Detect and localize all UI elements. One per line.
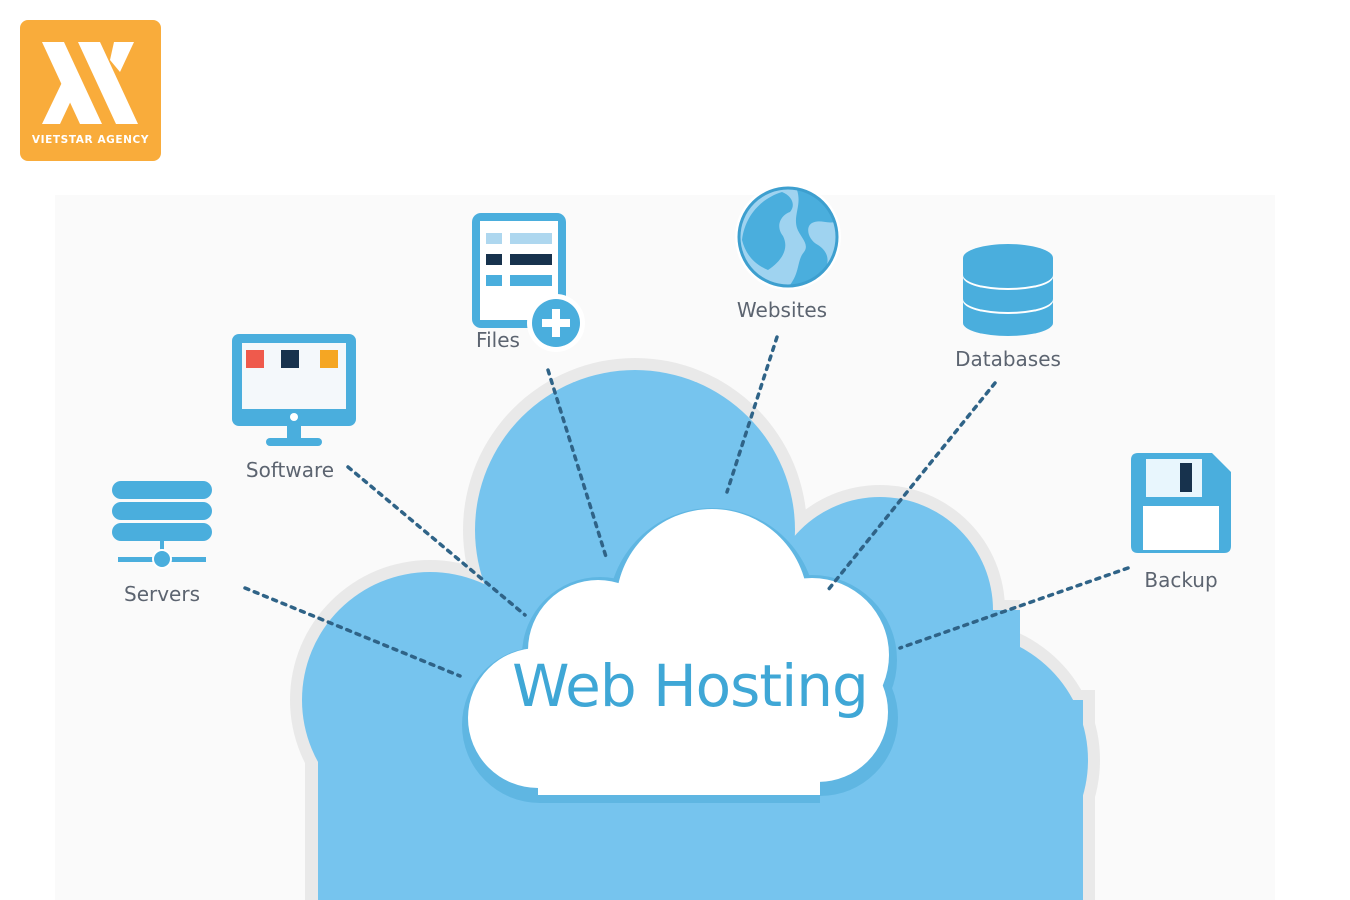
monitor-icon	[232, 334, 356, 446]
connector-software	[346, 465, 527, 617]
files-label: Files	[476, 328, 520, 352]
connector-websites	[725, 335, 779, 494]
vietstar-agency-logo: VIETSTAR AGENCY	[20, 20, 161, 161]
inner-cloud	[462, 508, 898, 803]
servers-label: Servers	[123, 582, 201, 606]
backup-label: Backup	[1144, 568, 1218, 592]
globe-icon	[735, 184, 841, 290]
logo-text: VIETSTAR AGENCY	[31, 134, 150, 146]
logo-mark-icon	[42, 42, 138, 124]
connector-files	[546, 368, 609, 562]
connector-backup	[898, 566, 1130, 650]
software-label: Software	[245, 458, 335, 482]
database-icon	[963, 244, 1053, 336]
web-hosting-title: Web Hosting	[512, 652, 869, 720]
connector-databases	[826, 381, 997, 592]
file-add-icon	[472, 213, 585, 352]
databases-label: Databases	[955, 347, 1061, 371]
websites-label: Websites	[736, 298, 828, 322]
connector-servers	[243, 586, 462, 678]
floppy-disk-icon	[1131, 453, 1231, 553]
server-stack-icon	[112, 481, 212, 569]
